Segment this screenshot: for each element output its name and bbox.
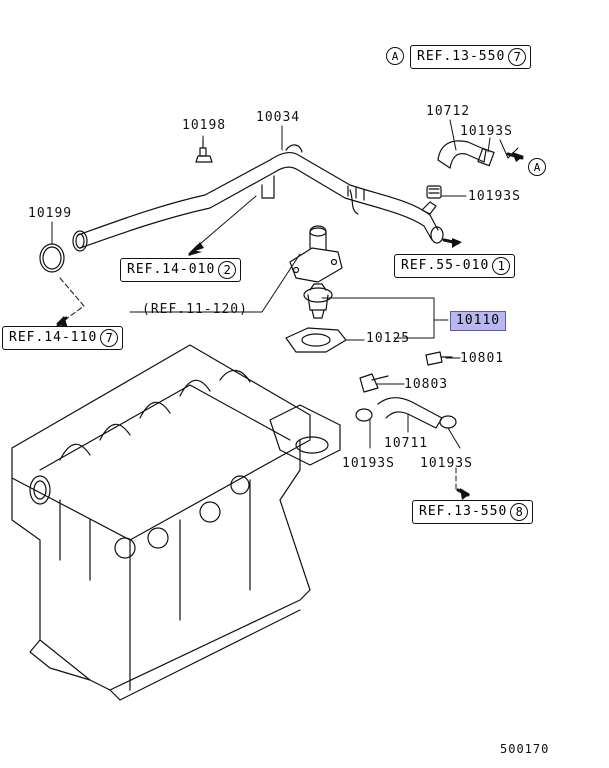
- hose-10712: [437, 140, 495, 169]
- part-10712[interactable]: 10712: [426, 104, 471, 119]
- engine-block: [11, 344, 341, 701]
- part-10198[interactable]: 10198: [182, 118, 227, 133]
- ref-11-120[interactable]: (REF.11-120): [142, 302, 248, 317]
- ref-13-550-7-text: REF.13-550: [417, 49, 506, 64]
- dashed-leaders: [59, 277, 457, 491]
- ref-14-110-7-text: REF.14-110: [9, 330, 98, 345]
- ref-14-110-7[interactable]: REF.14-110 7: [2, 326, 124, 350]
- ref-55-010-1-text: REF.55-010: [401, 258, 490, 273]
- marker-a-right: A: [528, 158, 546, 176]
- part-10193s-mid[interactable]: 10193S: [468, 189, 521, 204]
- ref-14-010-2-num: 2: [218, 261, 237, 279]
- hose-10711: [355, 397, 457, 429]
- ref-55-010-1[interactable]: REF.55-010 1: [394, 254, 516, 278]
- ref-13-550-7[interactable]: REF.13-550 7: [410, 45, 532, 69]
- thermostat-housing: [289, 225, 343, 283]
- ref-14-010-2-text: REF.14-010: [127, 262, 216, 277]
- o-ring-10199: [39, 243, 65, 273]
- part-10711[interactable]: 10711: [384, 436, 429, 451]
- part-10193s-top[interactable]: 10193S: [460, 124, 513, 139]
- sensor-10801: [425, 351, 453, 366]
- gasket-10125: [285, 327, 347, 353]
- clamp-10193s-mid: [426, 185, 442, 199]
- ref-14-010-2[interactable]: REF.14-010 2: [120, 258, 242, 282]
- ref-13-550-8-text: REF.13-550: [419, 504, 508, 519]
- part-10199[interactable]: 10199: [28, 206, 73, 221]
- diagram-code: 500170: [500, 742, 550, 756]
- ref-14-110-7-num: 7: [100, 329, 119, 347]
- part-10034[interactable]: 10034: [256, 110, 301, 125]
- leader-lines: [51, 119, 519, 449]
- marker-a-top: A: [386, 47, 404, 65]
- water-pipe-10034: [72, 144, 444, 252]
- part-10803[interactable]: 10803: [404, 377, 449, 392]
- thermostat-10110: [303, 283, 333, 319]
- part-10125[interactable]: 10125: [366, 331, 411, 346]
- ref-13-550-7-num: 7: [508, 48, 527, 66]
- bolt-10198: [195, 139, 213, 163]
- ref-13-550-8-num: 8: [510, 503, 529, 521]
- sensor-10803: [359, 373, 389, 393]
- part-10193s-right[interactable]: 10193S: [420, 456, 473, 471]
- part-10193s-left[interactable]: 10193S: [342, 456, 395, 471]
- part-10801[interactable]: 10801: [460, 351, 505, 366]
- part-10110-highlight[interactable]: 10110: [450, 311, 507, 331]
- ref-55-010-1-num: 1: [492, 257, 511, 275]
- ref-13-550-8[interactable]: REF.13-550 8: [412, 500, 534, 524]
